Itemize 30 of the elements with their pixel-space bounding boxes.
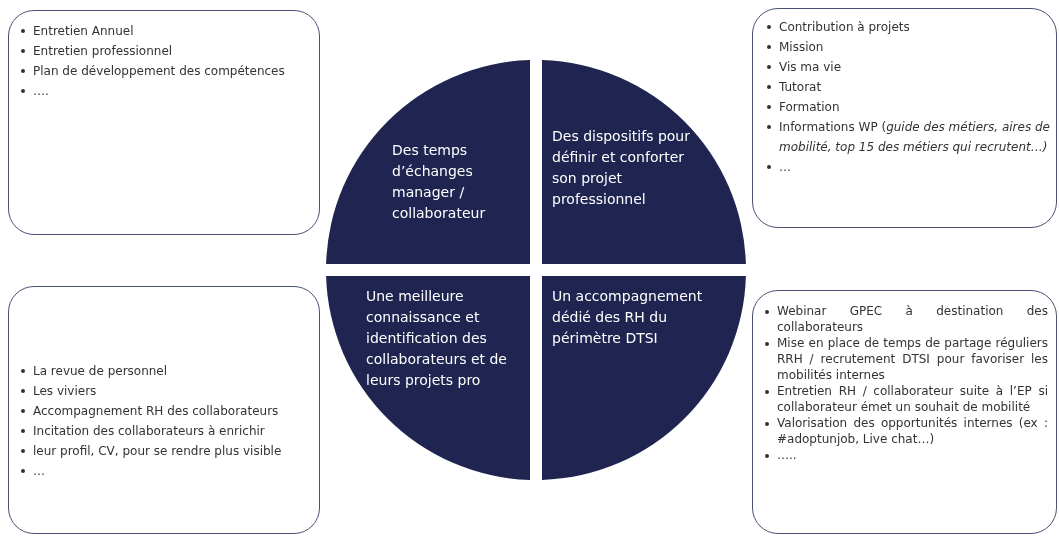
quadrant-heading: Des temps d’échanges manager / collaborateur <box>392 141 487 223</box>
list-item: Incitation des collaborateurs à enrichir <box>19 421 314 441</box>
list-item: leur profil, CV, pour se rendre plus visible <box>19 441 314 461</box>
list-item: Informations WP (guide des métiers, aires de mobilité, top 15 des métiers qui recrutent…) <box>765 117 1050 157</box>
list-item: Webinar GPEC à destination des collaborateurs <box>763 303 1048 335</box>
list-item: ….. <box>763 447 1048 463</box>
list-item: Contribution à projets <box>765 17 1050 37</box>
list-item: … <box>765 157 1050 177</box>
list-item: Entretien Annuel <box>19 21 309 41</box>
list-item: Vis ma vie <box>765 57 1050 77</box>
list-item: …. <box>19 81 309 101</box>
list-item: La revue de personnel <box>19 361 314 381</box>
list-item: Plan de développement des compétences <box>19 61 309 81</box>
list-item: Valorisation des opportunités internes (ex : #adoptunjob, Live chat…) <box>763 415 1048 447</box>
list-item: Mise en place de temps de partage réguliers RRH / recrutement DTSI pour favoriser les mobilités internes <box>763 335 1048 383</box>
list-item: Accompagnement RH des collaborateurs <box>19 401 314 421</box>
list-item: Entretien RH / collaborateur suite à l’EP si collaborateur émet un souhait de mobilité <box>763 383 1048 415</box>
quadrant-heading: Un accompagnement dédié des RH du périmètre DTSI <box>552 287 704 348</box>
list-item: Tutorat <box>765 77 1050 97</box>
list-item: Mission <box>765 37 1050 57</box>
info-card <box>8 10 320 235</box>
info-card <box>8 286 320 534</box>
quadrant-heading: Des dispositifs pour définir et conforter son projet professionnel <box>552 127 691 209</box>
list-item: … <box>19 461 314 481</box>
list-item: Formation <box>765 97 1050 117</box>
list-item: Entretien professionnel <box>19 41 309 61</box>
quadrant-heading: Une meilleure connaissance et identification des collaborateurs et de leurs projets pro <box>366 287 508 390</box>
info-card <box>752 8 1057 228</box>
list-item: Les viviers <box>19 381 314 401</box>
info-card <box>752 290 1057 534</box>
